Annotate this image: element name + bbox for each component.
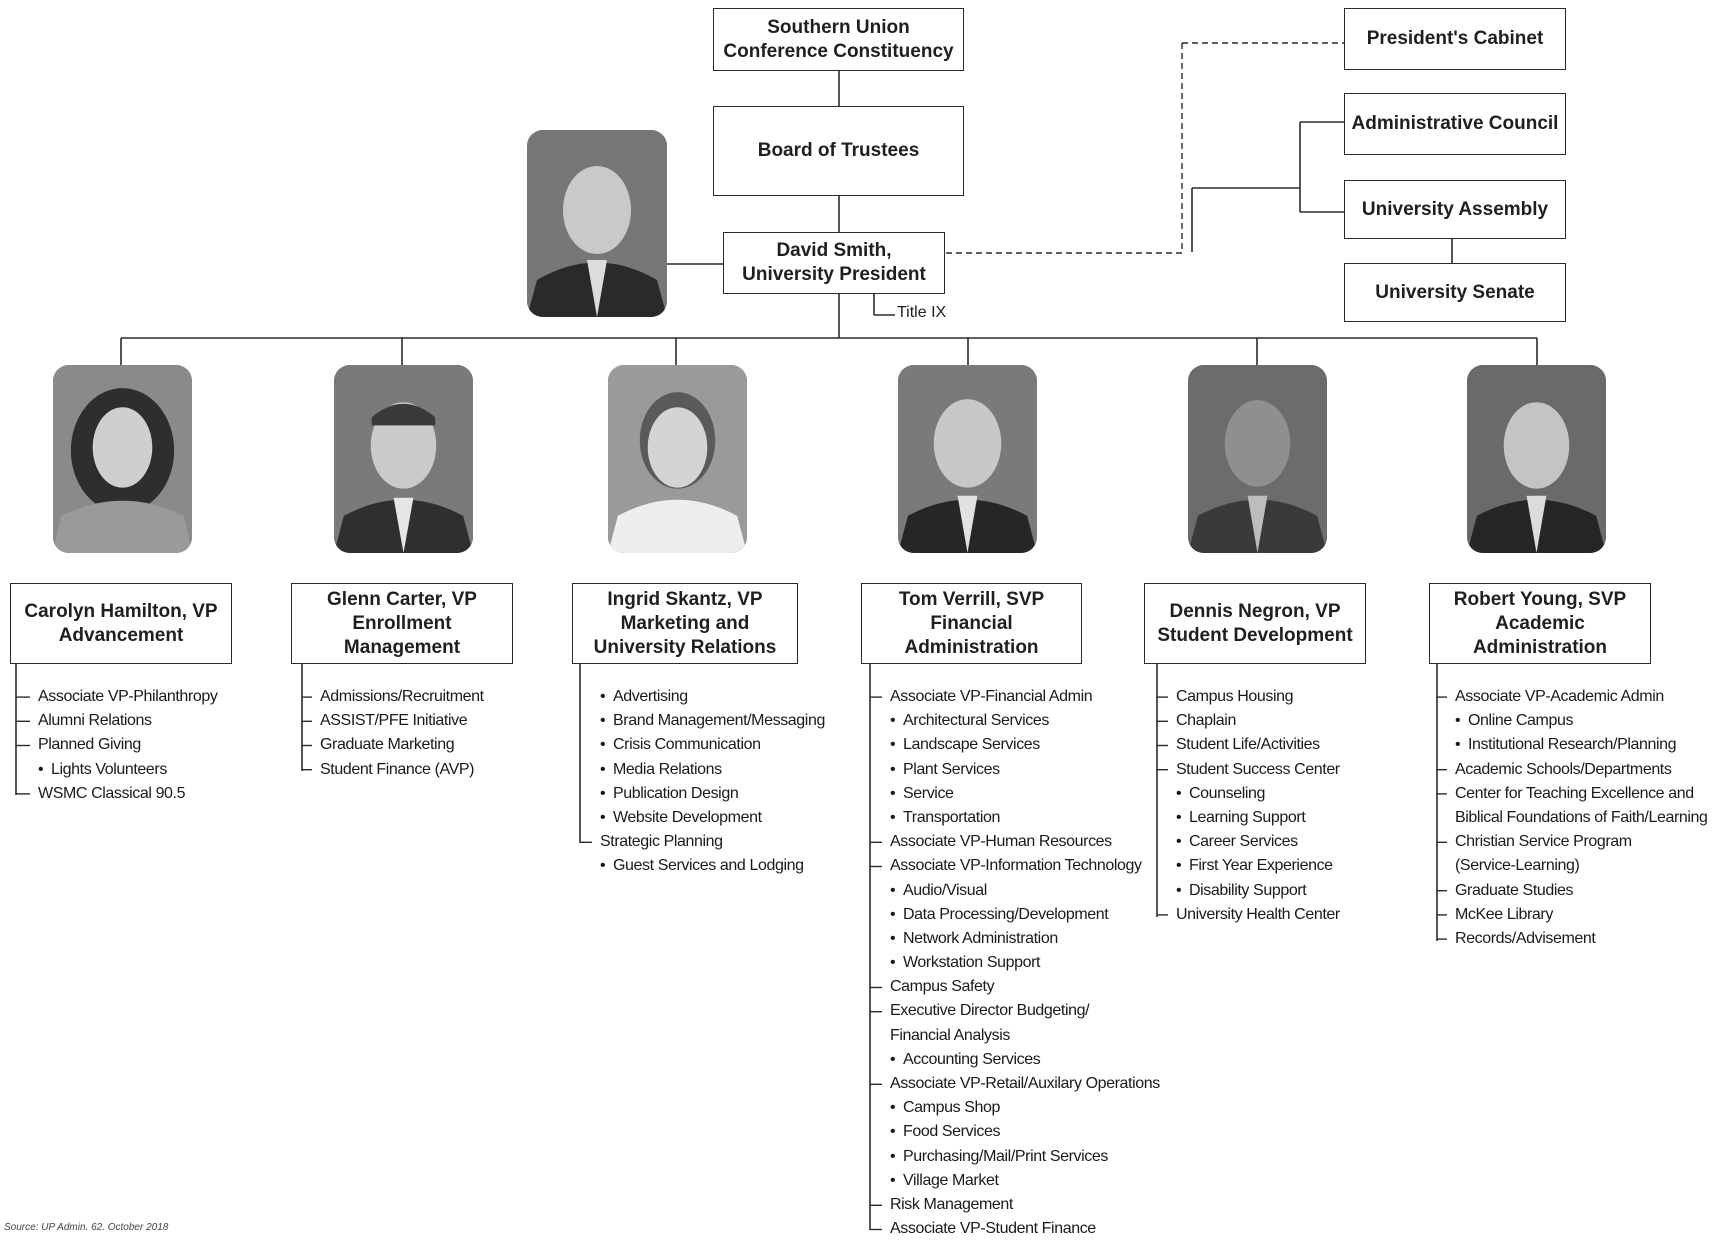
list-item: WSMC Classical 90.5 [38, 784, 186, 802]
list-item: Learning Support [1176, 806, 1340, 830]
list-item: Alumni Relations [38, 712, 152, 730]
vp-photo-skantz [608, 365, 747, 553]
constituency-box: Southern Union Conference Constituency [713, 8, 964, 71]
vp-box-skantz: Ingrid Skantz, VP Marketing and Universi… [572, 583, 798, 664]
list-item: Architectural Services [890, 709, 1160, 733]
list-item: Village Market [890, 1169, 1160, 1193]
list-item: Advertising [600, 685, 825, 709]
list-item: First Year Experience [1176, 854, 1340, 878]
list-item: Records/Advisement [1455, 929, 1596, 947]
list-item: Associate VP-Academic Admin [1455, 688, 1664, 705]
title-ix-label: Title IX [897, 304, 947, 321]
list-item: Institutional Research/Planning [1455, 733, 1708, 757]
list-item: Associate VP-Retail/Auxilary Operations [890, 1075, 1160, 1092]
unit-list-verrill: Associate VP-Financial AdminArchitectura… [890, 685, 1160, 1241]
vp-photo-verrill [898, 365, 1037, 553]
list-item: Website Development [600, 806, 825, 830]
list-item: Career Services [1176, 830, 1340, 854]
presidents-cabinet-box: President's Cabinet [1344, 8, 1566, 70]
list-item: Risk Management [890, 1195, 1013, 1213]
university-assembly-box: University Assembly [1344, 180, 1566, 239]
list-item: Associate VP-Information Technology [890, 857, 1142, 875]
list-item: Counseling [1176, 782, 1340, 806]
list-item: Audio/Visual [890, 879, 1160, 903]
vp-box-verrill: Tom Verrill, SVP Financial Administratio… [861, 583, 1082, 664]
list-item: Graduate Studies [1455, 881, 1574, 899]
vp-box-carter: Glenn Carter, VP Enrollment Management [291, 583, 513, 664]
list-item: Accounting Services [890, 1048, 1160, 1072]
list-item: ASSIST/PFE Initiative [320, 712, 468, 730]
list-item: Campus Safety [890, 978, 995, 996]
list-item: Campus Shop [890, 1096, 1160, 1120]
vp-box-negron: Dennis Negron, VP Student Development [1144, 583, 1366, 664]
list-item: Brand Management/Messaging [600, 709, 825, 733]
list-item: Associate VP-Philanthropy [38, 688, 218, 705]
list-item: Plant Services [890, 758, 1160, 782]
list-item: Strategic Planning [600, 833, 723, 851]
list-item: Biblical Foundations of Faith/Learning [1455, 808, 1708, 826]
list-item: Disability Support [1176, 879, 1340, 903]
vp-photo-carter [334, 365, 473, 553]
administrative-council-box: Administrative Council [1344, 93, 1566, 155]
list-item: Associate VP-Human Resources [890, 833, 1112, 851]
list-item: Data Processing/Development [890, 903, 1160, 927]
president-box: David Smith, University President [723, 232, 945, 294]
vp-photo-hamilton [53, 365, 192, 553]
vp-box-hamilton: Carolyn Hamilton, VP Advancement [10, 583, 232, 664]
list-item: Executive Director Budgeting/ [890, 1002, 1090, 1020]
list-item: Academic Schools/Departments [1455, 760, 1672, 778]
list-item: Associate VP-Financial Admin [890, 688, 1093, 705]
list-item: Admissions/Recruitment [320, 688, 484, 705]
list-item: Student Finance (AVP) [320, 760, 475, 778]
list-item: (Service-Learning) [1455, 857, 1580, 875]
list-item: Center for Teaching Excellence and [1455, 784, 1694, 802]
university-senate-box: University Senate [1344, 263, 1566, 322]
list-item: Associate VP-Student Finance [890, 1220, 1096, 1238]
list-item: McKee Library [1455, 905, 1553, 923]
list-item: Christian Service Program [1455, 833, 1632, 851]
list-item: Food Services [890, 1120, 1160, 1144]
list-item: Lights Volunteers [38, 758, 217, 782]
list-item: Guest Services and Lodging [600, 854, 825, 878]
list-item: Chaplain [1176, 712, 1236, 730]
unit-list-young: Associate VP-Academic AdminOnline Campus… [1455, 685, 1708, 951]
list-item: Planned Giving [38, 736, 141, 754]
list-item: Workstation Support [890, 951, 1160, 975]
list-item: Publication Design [600, 782, 825, 806]
list-item: Financial Analysis [890, 1026, 1010, 1044]
list-item: Student Success Center [1176, 760, 1340, 778]
list-item: Graduate Marketing [320, 736, 455, 754]
list-item: Purchasing/Mail/Print Services [890, 1145, 1160, 1169]
list-item: Crisis Communication [600, 733, 825, 757]
list-item: Service [890, 782, 1160, 806]
vp-box-young: Robert Young, SVP Academic Administratio… [1429, 583, 1651, 664]
vp-photo-negron [1188, 365, 1327, 553]
source-note: Source: UP Admin. 62. October 2018 [4, 1222, 169, 1233]
board-of-trustees-box: Board of Trustees [713, 106, 964, 196]
list-item: Media Relations [600, 758, 825, 782]
vp-photo-young [1467, 365, 1606, 553]
list-item: Network Administration [890, 927, 1160, 951]
list-item: Landscape Services [890, 733, 1160, 757]
unit-list-skantz: AdvertisingBrand Management/MessagingCri… [600, 685, 825, 879]
list-item: Online Campus [1455, 709, 1708, 733]
list-item: Student Life/Activities [1176, 736, 1320, 754]
list-item: Campus Housing [1176, 688, 1294, 705]
list-item: University Health Center [1176, 905, 1340, 923]
list-item: Transportation [890, 806, 1160, 830]
president-photo [527, 130, 667, 317]
